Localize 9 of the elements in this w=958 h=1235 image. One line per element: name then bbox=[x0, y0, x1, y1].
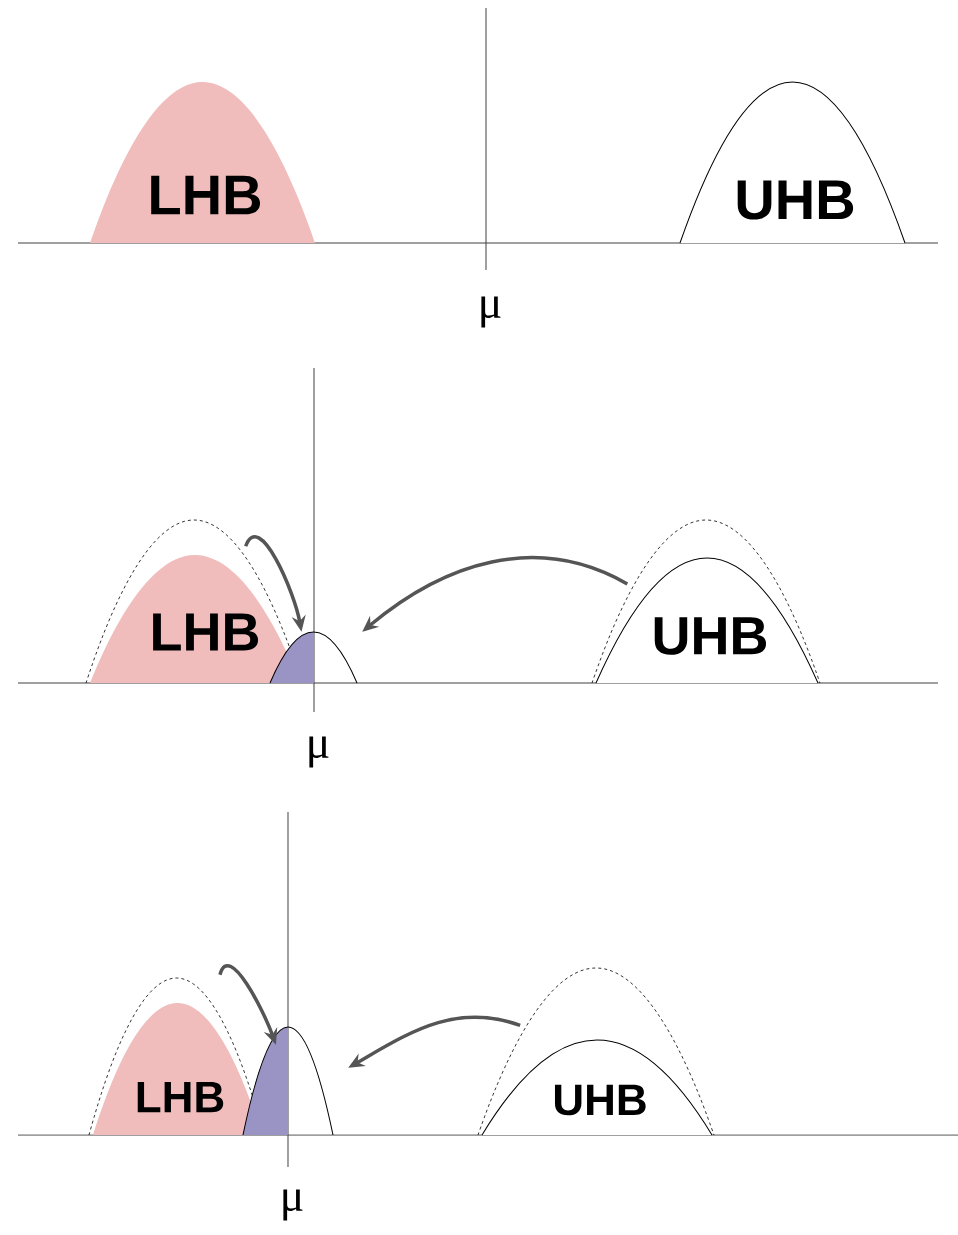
mu-label: μ bbox=[309, 736, 329, 768]
upper-band-hump: UHB bbox=[591, 519, 821, 684]
upper-band-hump: UHB bbox=[477, 967, 715, 1136]
lower-band-hump: LHB bbox=[90, 82, 315, 243]
quasiparticle-peak bbox=[269, 631, 358, 684]
upper-band-hump: UHB bbox=[679, 81, 906, 244]
mu-label: μ bbox=[283, 1189, 303, 1221]
mu-label: μ bbox=[481, 296, 501, 328]
quasiparticle-peak bbox=[242, 1026, 334, 1136]
